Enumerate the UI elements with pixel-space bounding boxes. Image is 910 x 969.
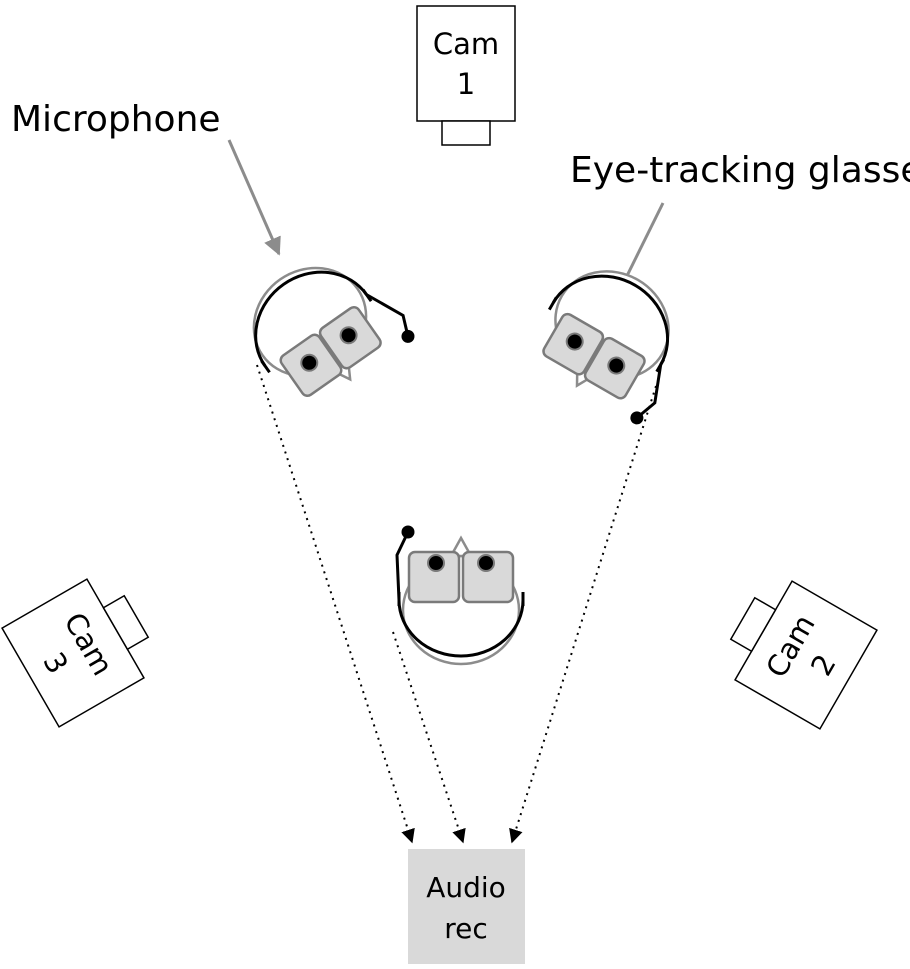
participant-bottom-mic-boom xyxy=(395,531,410,601)
audio-recorder-box xyxy=(408,849,525,964)
camera-1: Cam 1 xyxy=(416,5,516,146)
participant-right-mic-icon xyxy=(630,411,644,425)
participant-bottom-mic-headband xyxy=(397,599,525,658)
participant-right-eye-left xyxy=(565,332,584,351)
participant-left-mic-headband xyxy=(254,270,368,367)
participant-left xyxy=(252,266,415,398)
camera-2: Cam 2 xyxy=(729,580,878,730)
participant-left-mic-boom xyxy=(365,293,410,337)
audio-recorder: Audio rec xyxy=(408,849,525,964)
camera-1-label-line1: Cam xyxy=(433,27,499,61)
camera-3: Cam 3 xyxy=(1,578,150,728)
participant-left-eye-right xyxy=(339,326,358,345)
participant-left-mic-icon xyxy=(401,329,415,343)
camera-1-label-line2: 1 xyxy=(457,67,475,101)
participant-right-mic-boom xyxy=(635,364,663,420)
participant-left-eye-left xyxy=(300,353,319,372)
camera-2-lens xyxy=(729,596,777,653)
audio-recorder-label-line1: Audio xyxy=(426,871,506,904)
camera-3-lens xyxy=(102,594,150,651)
eye-tracking-glasses-label: Eye-tracking glasses xyxy=(570,150,910,191)
audio-recorder-label-line2: rec xyxy=(444,912,488,945)
participant-bottom-eye-right xyxy=(427,554,445,572)
participant-bottom-lens-left xyxy=(461,550,515,604)
audio-connections xyxy=(256,364,657,844)
camera-1-lens xyxy=(441,120,491,146)
connection-right-to-audio xyxy=(509,385,657,844)
microphone-callout-arrow xyxy=(227,139,281,256)
participant-right-eye-right xyxy=(607,356,626,375)
connection-bottom-to-audio xyxy=(392,631,466,844)
participant-right-headband-cap-left xyxy=(548,296,558,311)
microphone-label: Microphone xyxy=(11,99,221,140)
participant-right-eye-tracking-glasses xyxy=(542,312,646,400)
participant-bottom-eye-tracking-glasses xyxy=(407,550,515,604)
participant-bottom-mic-icon xyxy=(401,525,415,539)
participant-bottom-eye-left xyxy=(477,554,495,572)
participant-bottom xyxy=(395,525,525,666)
participant-left-headband-cap-left xyxy=(260,359,271,374)
participant-right xyxy=(542,270,670,425)
camera-1-body xyxy=(416,5,516,122)
connection-left-to-audio xyxy=(256,364,415,844)
participant-right-mic-headband xyxy=(552,274,669,366)
participant-left-eye-tracking-glasses xyxy=(279,305,382,398)
participant-bottom-lens-right xyxy=(407,550,461,604)
